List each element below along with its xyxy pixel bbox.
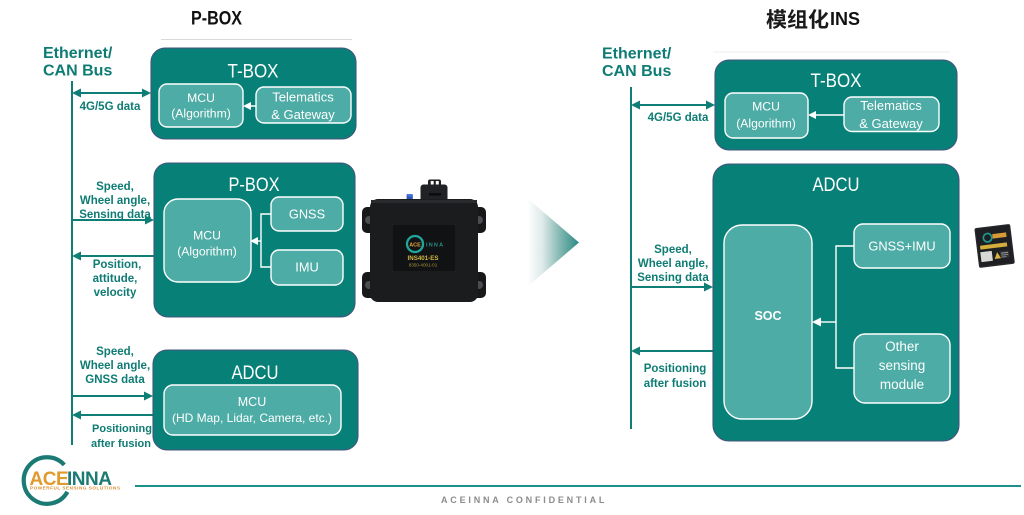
- svg-text:ACEINNA CONFIDENTIAL: ACEINNA CONFIDENTIAL: [441, 495, 607, 505]
- svg-text:Positioning: Positioning: [644, 363, 707, 375]
- svg-text:CAN Bus: CAN Bus: [43, 63, 112, 80]
- svg-text:Ethernet/: Ethernet/: [602, 46, 672, 63]
- svg-text:Wheel angle,: Wheel angle,: [80, 360, 150, 372]
- svg-text:& Gateway: & Gateway: [271, 107, 335, 122]
- svg-text:INNA: INNA: [426, 243, 444, 249]
- svg-text:P-BOX: P-BOX: [229, 174, 280, 196]
- svg-text:Other: Other: [885, 339, 919, 354]
- svg-text:(HD Map, Lidar, Camera, etc.): (HD Map, Lidar, Camera, etc.): [172, 411, 332, 425]
- svg-text:ACE: ACE: [409, 243, 421, 249]
- svg-text:(Algorithm): (Algorithm): [177, 245, 237, 259]
- svg-text:Ethernet/: Ethernet/: [43, 45, 113, 62]
- svg-text:POWERFUL SENSING SOLUTIONS: POWERFUL SENSING SOLUTIONS: [30, 486, 121, 491]
- svg-text:Positioning: Positioning: [92, 423, 152, 435]
- svg-text:ADCU: ADCU: [813, 174, 860, 196]
- svg-text:GNSS: GNSS: [289, 207, 325, 222]
- svg-text:sensing: sensing: [879, 358, 926, 373]
- svg-text:GNSS+IMU: GNSS+IMU: [868, 239, 935, 254]
- svg-text:Speed,: Speed,: [96, 181, 134, 193]
- svg-text:Position,: Position,: [93, 259, 142, 271]
- svg-text:Speed,: Speed,: [654, 244, 692, 256]
- svg-text:Wheel angle,: Wheel angle,: [80, 195, 150, 207]
- svg-text:(Algorithm): (Algorithm): [171, 107, 231, 121]
- svg-text:IMU: IMU: [295, 260, 318, 275]
- svg-text:SOC: SOC: [754, 309, 781, 323]
- svg-text:module: module: [880, 377, 924, 392]
- svg-text:INS: INS: [830, 9, 860, 29]
- svg-text:Speed,: Speed,: [96, 346, 134, 358]
- svg-text:INNA: INNA: [67, 469, 112, 490]
- svg-text:4G/5G data: 4G/5G data: [80, 101, 141, 113]
- svg-text:(Algorithm): (Algorithm): [736, 117, 796, 131]
- svg-text:Telematics: Telematics: [272, 90, 334, 105]
- svg-text:8350-4001-01: 8350-4001-01: [409, 263, 438, 268]
- svg-text:T-BOX: T-BOX: [228, 61, 279, 83]
- svg-text:velocity: velocity: [94, 287, 137, 299]
- svg-text:attitude,: attitude,: [93, 273, 138, 285]
- svg-text:GNSS data: GNSS data: [85, 374, 145, 386]
- svg-text:after fusion: after fusion: [644, 378, 707, 390]
- svg-text:ADCU: ADCU: [232, 362, 279, 384]
- svg-text:MCU: MCU: [193, 229, 221, 243]
- svg-text:MCU: MCU: [187, 91, 215, 105]
- svg-text:INS401-ES: INS401-ES: [408, 255, 439, 262]
- svg-text:Wheel angle,: Wheel angle,: [638, 258, 708, 270]
- svg-text:4G/5G data: 4G/5G data: [648, 112, 709, 124]
- svg-text:Sensing data: Sensing data: [79, 209, 151, 221]
- svg-text:after fusion: after fusion: [91, 438, 151, 450]
- svg-text:CAN Bus: CAN Bus: [602, 63, 671, 80]
- svg-text:MCU: MCU: [238, 395, 266, 409]
- svg-text:MCU: MCU: [752, 100, 780, 114]
- svg-text:T-BOX: T-BOX: [811, 70, 862, 92]
- svg-text:ACE: ACE: [30, 469, 69, 490]
- svg-text:& Gateway: & Gateway: [859, 116, 923, 131]
- svg-text:P-BOX: P-BOX: [191, 9, 242, 30]
- svg-text:Telematics: Telematics: [860, 98, 922, 113]
- svg-text:Sensing data: Sensing data: [637, 272, 709, 284]
